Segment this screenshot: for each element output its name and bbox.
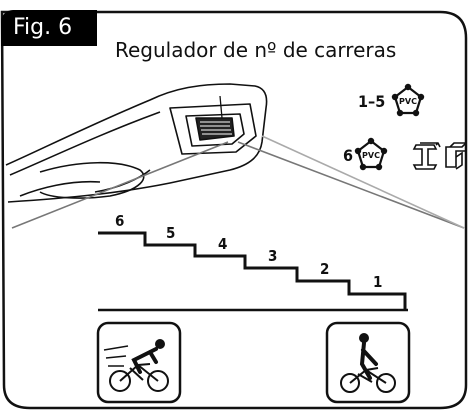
figure-title: Regulador de nº de carreras [115, 38, 397, 62]
step-label-3: 3 [268, 247, 278, 265]
steel-beam-icon [412, 142, 441, 170]
relaxed-cyclist-icon [325, 321, 411, 404]
regulator-illustration [5, 83, 268, 203]
step-label-5: 5 [166, 224, 176, 242]
step-label-2: 2 [320, 260, 330, 278]
sprinting-cyclist-icon [96, 321, 182, 404]
step-label-1: 1 [373, 273, 383, 291]
pvc-badge-text: PVC [399, 97, 417, 106]
step-label-6: 6 [115, 212, 125, 230]
pvc-badge-text: PVC [362, 151, 380, 160]
pvc-badge-2: PVC [354, 137, 388, 171]
step-label-4: 4 [218, 235, 228, 253]
corner-profile-icon [445, 141, 467, 170]
setting-label-6: 6 [343, 146, 354, 165]
pvc-badge-1: PVC [391, 83, 425, 117]
figure-tab: Fig. 6 [1, 10, 97, 46]
zoom-lines [11, 135, 465, 229]
setting-label-1-5: 1–5 [358, 92, 386, 111]
stairs-line [98, 231, 407, 310]
